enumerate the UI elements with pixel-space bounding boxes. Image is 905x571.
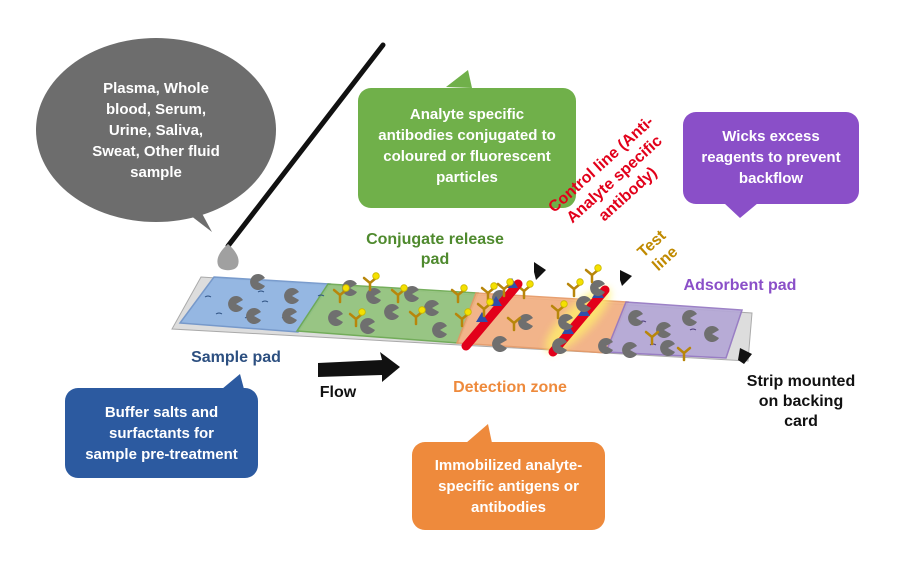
control-line-pointer <box>534 262 546 280</box>
pipette-tube <box>225 42 386 249</box>
sample-pad-label: Sample pad <box>191 349 281 366</box>
sample-types-bubble <box>36 38 276 232</box>
sample-drop <box>217 244 239 271</box>
detection-zone-label: Detection zone <box>453 379 567 396</box>
flow-label: Flow <box>319 384 357 401</box>
backing-card-pointer <box>738 348 752 364</box>
sample-pad-desc-text: Buffer salts and surfactants for sample … <box>85 404 238 463</box>
conjugate-desc-text: Analyte specific antibodies conjugated t… <box>378 106 556 186</box>
conjugate-desc-box <box>358 70 576 208</box>
conjugate-pad-label: Conjugate release pad <box>366 231 504 268</box>
backing-card-label: Strip mounted on backing card <box>746 373 856 430</box>
sample-types-text: Plasma, Whole blood, Serum, Urine, Saliv… <box>92 80 220 181</box>
test-line-pointer <box>620 270 632 286</box>
detection-desc-box <box>412 424 605 530</box>
absorbent-pad-label: Adsorbent pad <box>683 277 797 294</box>
absorbent-desc-box <box>683 112 859 218</box>
detection-desc-text: Immobilized analyte- specific antigens o… <box>434 457 583 516</box>
absorbent-pad <box>604 301 744 359</box>
sample-pad-desc-box <box>65 374 258 478</box>
control-line <box>461 279 523 351</box>
flow-arrow <box>318 352 400 382</box>
absorbent-desc-text: Wicks excess reagents to prevent backflo… <box>701 128 841 187</box>
